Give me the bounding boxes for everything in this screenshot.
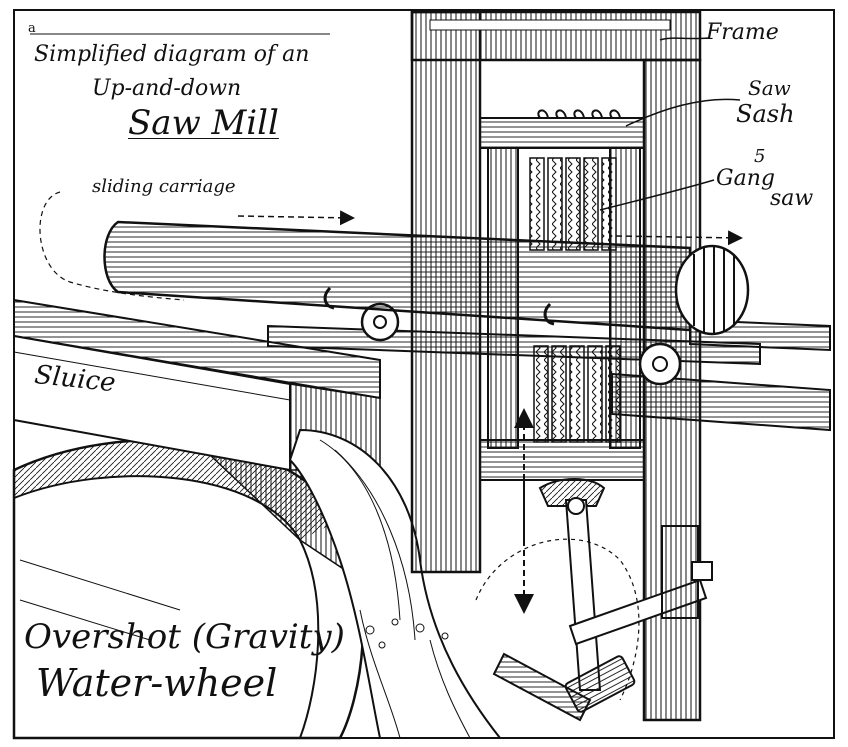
log <box>103 220 750 336</box>
water-wheel-label-2: Water-wheel <box>36 661 278 705</box>
crank-mechanism <box>475 478 713 722</box>
carriage-rails <box>267 302 831 432</box>
saw-sash-label-2: Sash <box>736 100 795 128</box>
gang-saw-label-2: saw <box>770 186 814 211</box>
gang-saw-label-1: Gang <box>716 166 775 191</box>
sliding-carriage-label: sliding carriage <box>92 176 236 197</box>
sluice-label: Sluice <box>33 360 117 399</box>
frame-leader <box>659 37 709 41</box>
title-line-2: Up-and-down <box>92 76 242 101</box>
gang-saw-leader <box>599 179 715 211</box>
title-line-1: Simplified diagram of an <box>34 42 310 67</box>
water-flow <box>288 428 503 739</box>
gang-saw-number: 5 <box>754 146 766 167</box>
frame-label: Frame <box>706 20 779 45</box>
saw-sash-leader <box>625 98 741 127</box>
saw-sash-label-1: Saw <box>748 76 791 100</box>
gang-saw-blades <box>529 109 621 443</box>
water-wheel-label-1: Overshot (Gravity) <box>24 617 345 657</box>
corner-mark: a <box>28 21 36 36</box>
title-line-3: Saw Mill <box>128 103 279 143</box>
carriage-leader <box>39 191 185 301</box>
motion-arrows <box>237 210 743 614</box>
leader-lines <box>30 33 741 301</box>
